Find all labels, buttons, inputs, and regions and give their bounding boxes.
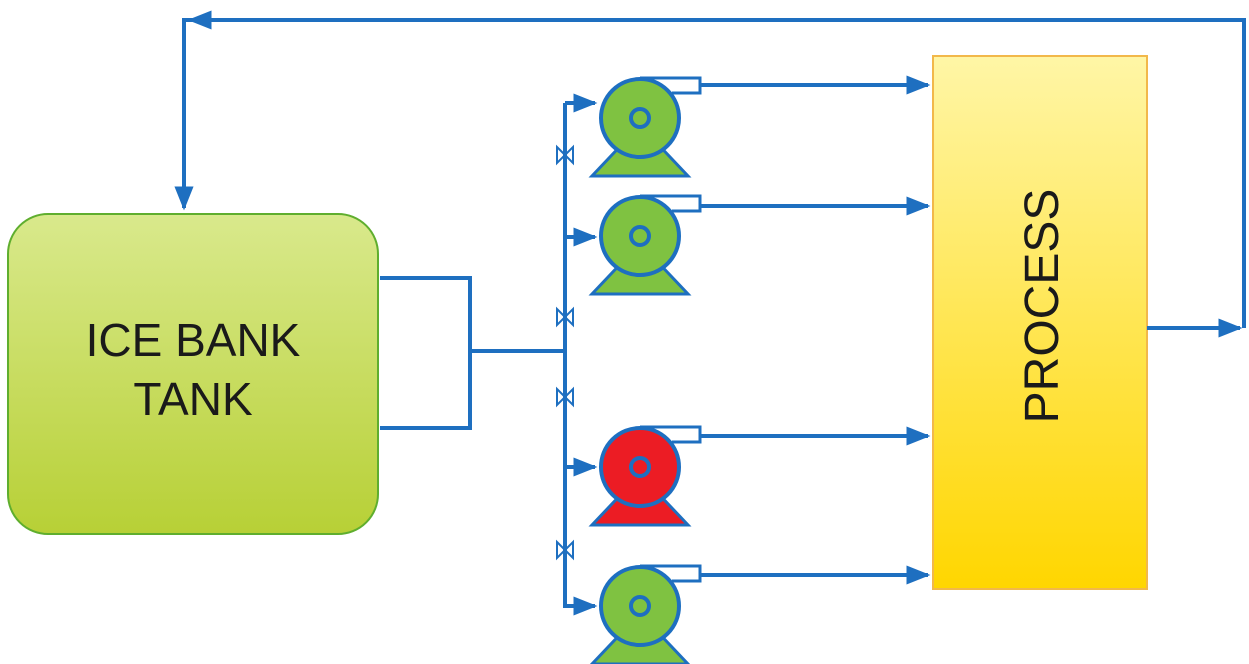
pipework (174, 10, 1246, 616)
tank-outlet-pipe (380, 276, 472, 430)
tank-body (7, 213, 379, 535)
pumps (588, 76, 702, 664)
valves (556, 144, 574, 561)
valve-icon (556, 539, 574, 561)
process-block: PROCESS (932, 55, 1148, 590)
valve-icon (556, 386, 574, 408)
valve-icon (556, 144, 574, 166)
tank-label-line1: ICE BANK (86, 314, 301, 366)
tank-label-line2: TANK (133, 373, 253, 425)
process-label: PROCESS (1016, 189, 1069, 424)
valve-icon (556, 306, 574, 328)
pump-hub (629, 107, 651, 129)
return-line-pipe (174, 18, 1246, 328)
pump-icon (589, 564, 702, 664)
ice-bank-tank: ICE BANK TANK (7, 213, 379, 535)
process-body (932, 55, 1148, 590)
pump-hub (629, 595, 651, 617)
pump-hub (629, 225, 651, 247)
pump-icon (588, 76, 702, 178)
pump-icon (588, 194, 702, 296)
pump-hub (629, 456, 651, 478)
pump-icon (588, 425, 702, 527)
